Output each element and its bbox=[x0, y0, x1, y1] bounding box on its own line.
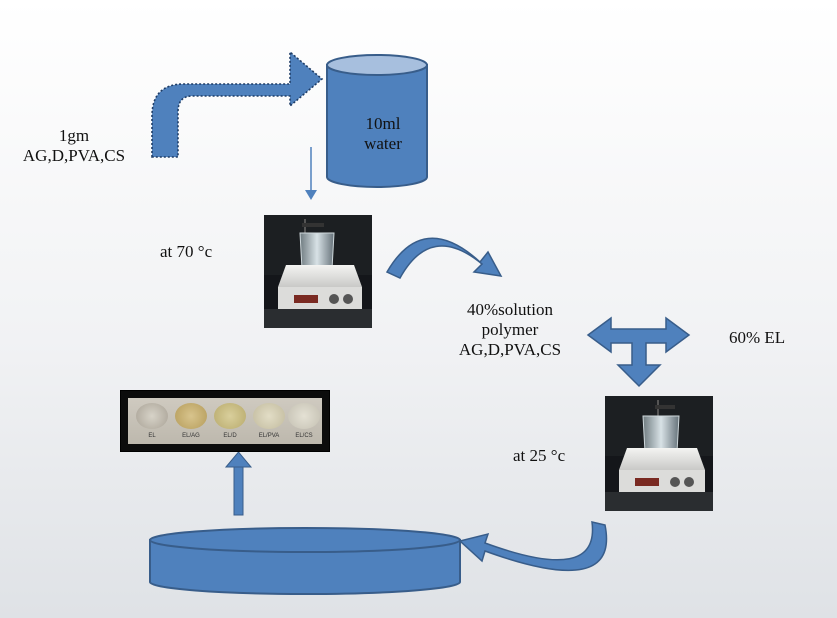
film-label: EL/PVA bbox=[258, 433, 280, 439]
powder-to-water-arrow bbox=[151, 50, 324, 158]
stirrer-photo-25c bbox=[605, 396, 713, 511]
polymer-solution-label: 40%solution polymer AG,D,PVA,CS bbox=[440, 300, 580, 360]
water-volume: 10ml bbox=[365, 114, 401, 133]
three-way-arrow bbox=[586, 316, 691, 388]
input-amount: 1gm bbox=[58, 126, 90, 145]
curved-arrow-to-dish bbox=[458, 521, 608, 571]
curved-arrow-heat-to-solution bbox=[385, 237, 503, 279]
film-label: EL/D bbox=[223, 433, 237, 439]
water-cylinder bbox=[326, 54, 428, 188]
solution-type: polymer bbox=[481, 320, 539, 339]
water-label: 10ml water bbox=[355, 114, 411, 154]
film-label: EL/AG bbox=[182, 433, 200, 439]
film-disc-el bbox=[136, 403, 168, 429]
down-arrow-to-stirrer bbox=[305, 147, 317, 200]
stirrer-photo-70c bbox=[264, 215, 372, 328]
film-samples-panel: EL EL/AG EL/D EL/PVA EL/CS bbox=[128, 398, 322, 444]
solution-percent: 40%solution bbox=[467, 300, 553, 319]
temperature-heat-label: at 70 °c bbox=[160, 242, 213, 261]
solution-polymers: AG,D,PVA,CS bbox=[458, 340, 562, 359]
film-disc-el-ag bbox=[175, 403, 207, 429]
up-arrow-to-films bbox=[224, 451, 253, 516]
film-label: EL bbox=[148, 433, 156, 439]
film-samples-photo: EL EL/AG EL/D EL/PVA EL/CS bbox=[120, 390, 330, 452]
temperature-cool-label: at 25 °c bbox=[513, 446, 566, 465]
water-text: water bbox=[364, 134, 402, 153]
el-percentage-label: 60% EL bbox=[729, 328, 786, 347]
petri-dish bbox=[149, 527, 461, 595]
film-disc-el-cs bbox=[288, 403, 320, 429]
film-label: EL/CS bbox=[295, 433, 313, 439]
film-disc-el-d bbox=[214, 403, 246, 429]
input-polymers: AG,D,PVA,CS bbox=[22, 146, 126, 165]
film-disc-el-pva bbox=[253, 403, 285, 429]
input-materials-label: 1gm AG,D,PVA,CS bbox=[14, 126, 134, 166]
